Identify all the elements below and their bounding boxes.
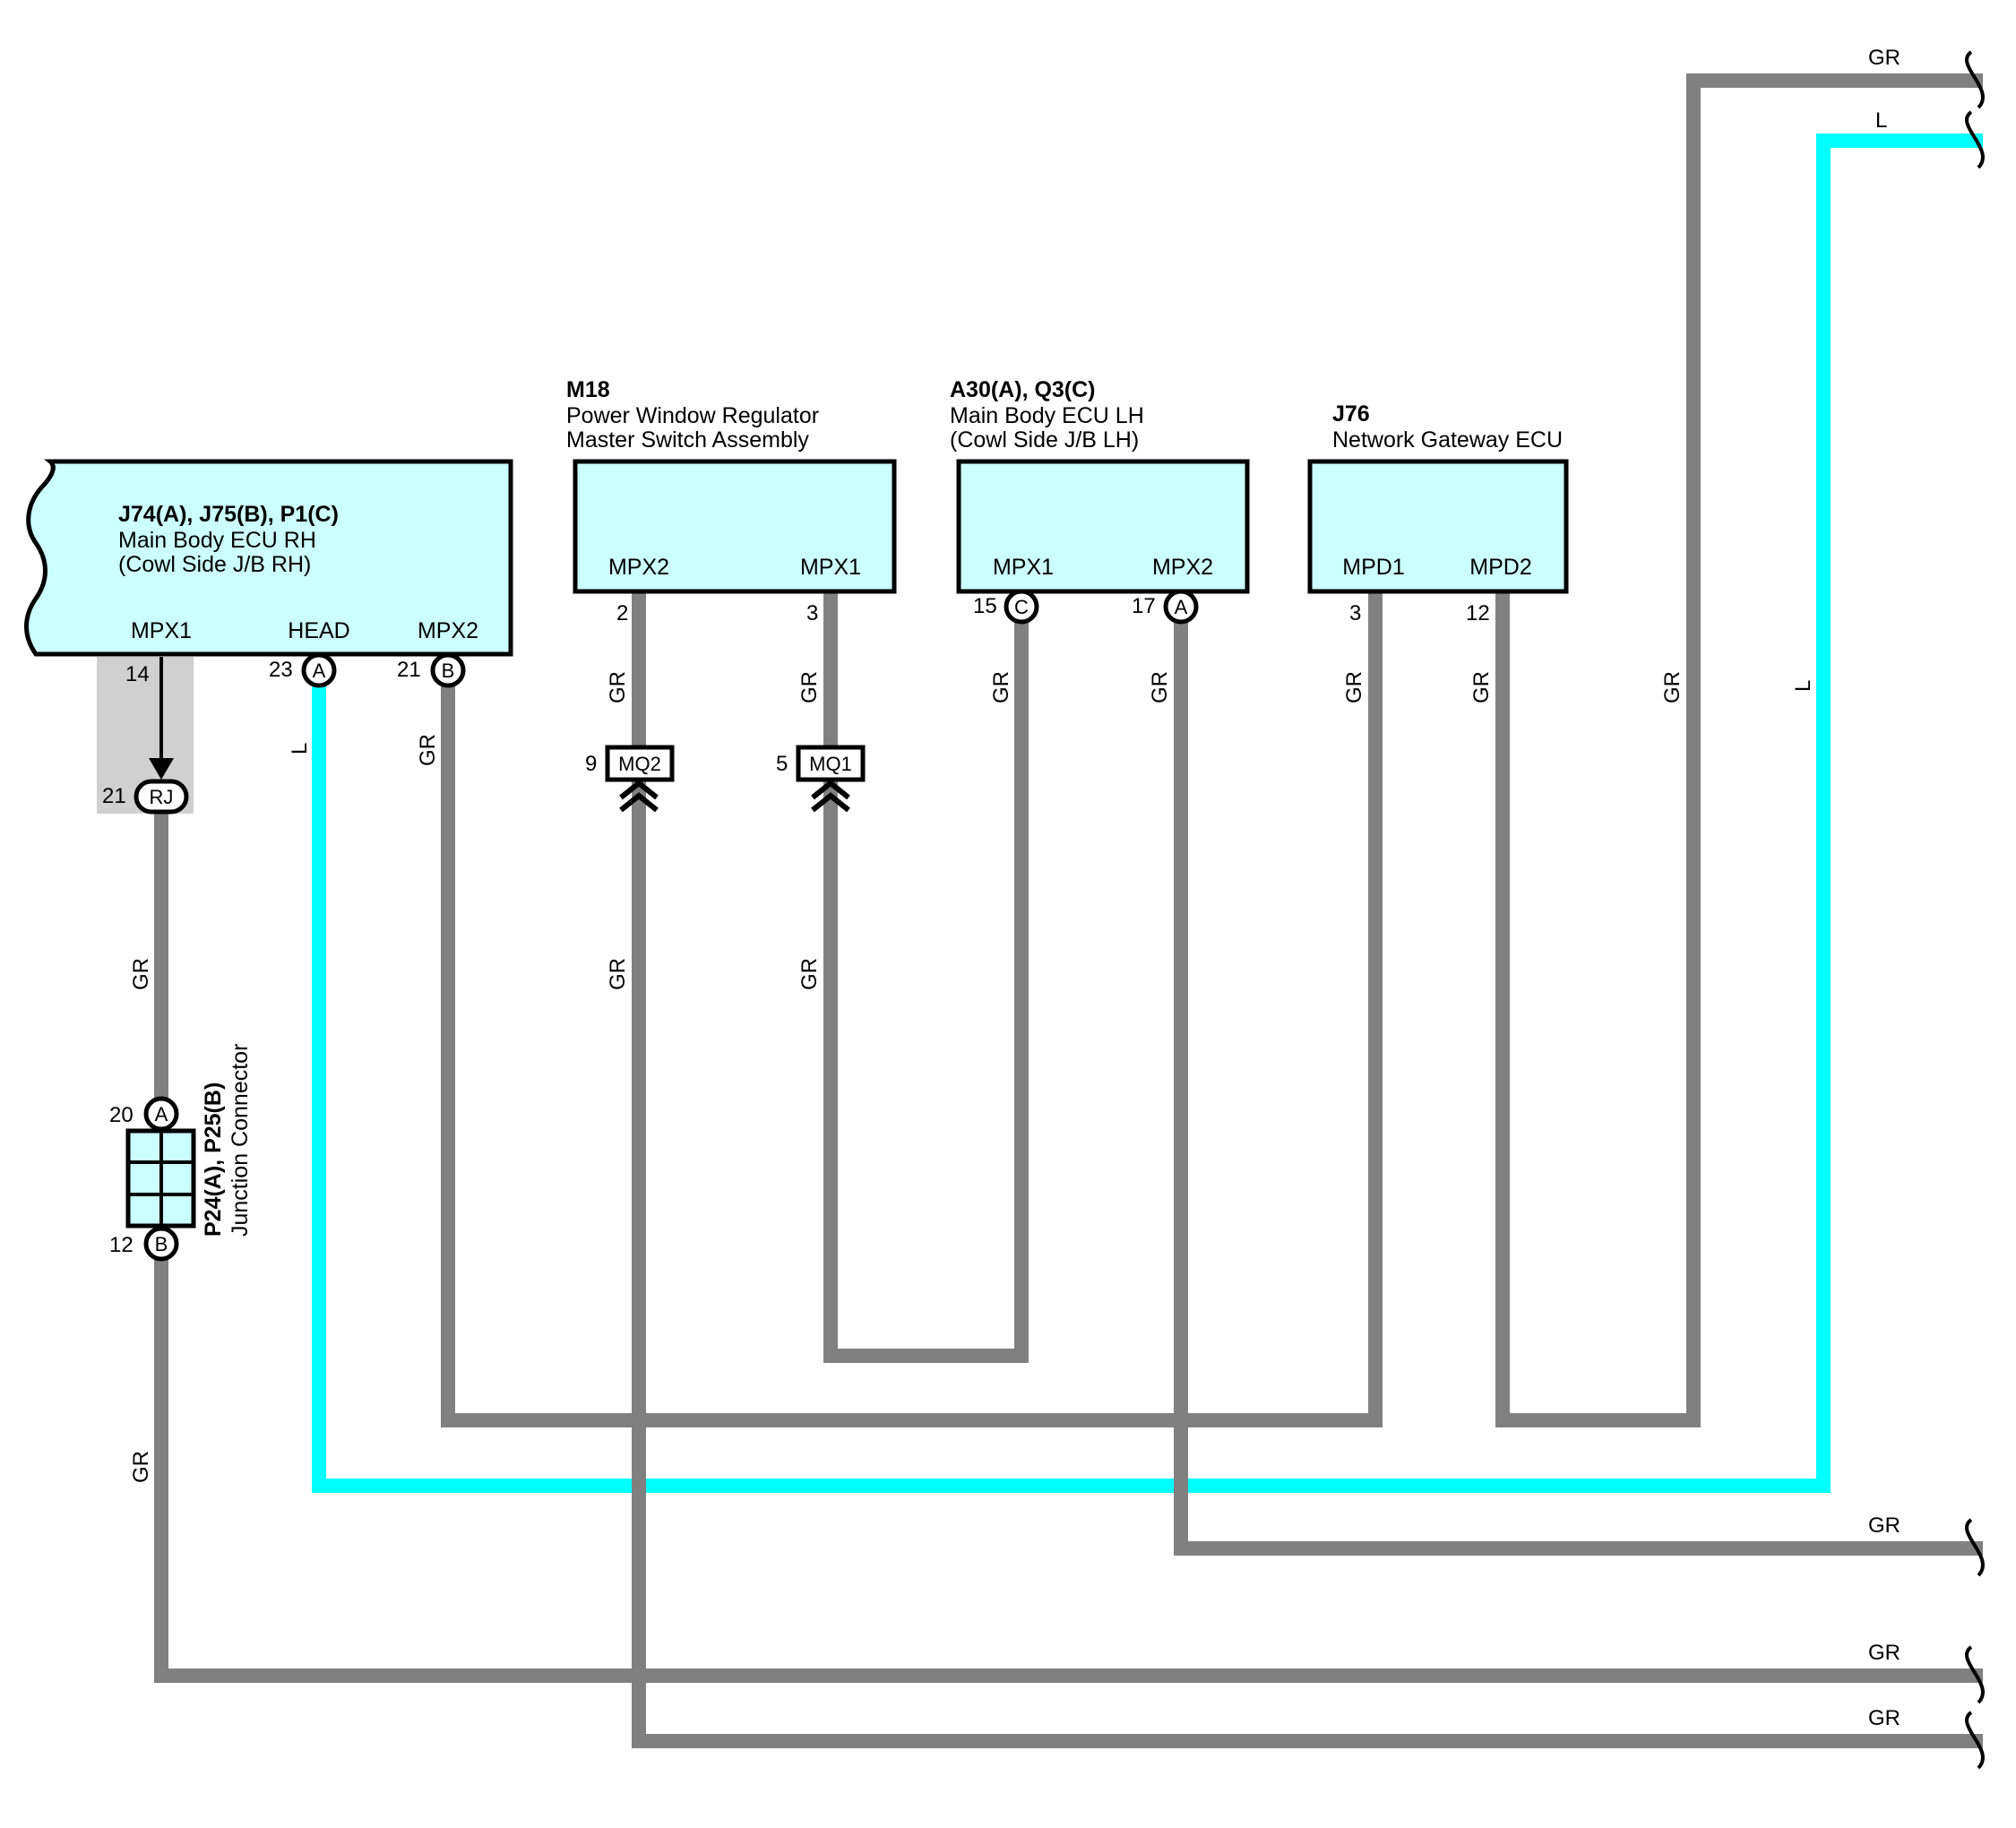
pin-label-mpx2: MPX2 (418, 618, 478, 643)
wire-color-label: L (1791, 680, 1815, 692)
pin-label-mpx1: MPX1 (131, 618, 192, 643)
connector-letter: A (1175, 596, 1188, 618)
ecu-rh-ref: J74(A), J75(B), P1(C) (118, 502, 339, 527)
wire-color-label: GR (129, 958, 153, 990)
m18-name-2: Master Switch Assembly (566, 427, 809, 453)
j76-gateway: J76 Network Gateway ECU MPD1 MPD2 3 12 (1307, 401, 1569, 625)
pin-label-head: HEAD (288, 618, 349, 643)
wire-break-icon (1965, 110, 1985, 169)
wire-color-label: GR (1868, 1706, 1900, 1730)
pin-number: 15 (973, 594, 997, 618)
connector-letter: B (442, 660, 455, 682)
mq2-connector: 9 MQ2 (585, 745, 675, 813)
ecu-rh-name-2: (Cowl Side J/B RH) (118, 552, 311, 577)
wire-break-icon (1965, 50, 1985, 109)
wire-color-label: GR (1469, 671, 1494, 703)
wire-color-label: GR (1660, 671, 1684, 703)
pin-number: 3 (806, 601, 818, 625)
pin-number: 17 (1132, 594, 1156, 618)
wire-color-label: L (288, 743, 312, 754)
j76-name: Network Gateway ECU (1332, 427, 1563, 453)
connector-label: MQ2 (618, 753, 661, 775)
wire-color-label: GR (416, 734, 440, 766)
ecu-lh-ref: A30(A), Q3(C) (950, 377, 1096, 402)
connector-letter: C (1014, 596, 1029, 618)
m18-name-1: Power Window Regulator (566, 403, 819, 428)
junction-connector: 20 A 12 B P24(A), P25(B) Junction Connec… (109, 1044, 253, 1262)
wire-break-icon (1965, 1645, 1985, 1704)
pin-label-mpx1: MPX1 (993, 555, 1054, 580)
connector-circle (143, 1226, 179, 1262)
pin-number: 21 (397, 658, 421, 682)
junction-ref: P24(A), P25(B) (201, 1082, 226, 1237)
m18-switch: M18 Power Window Regulator Master Switch… (566, 377, 897, 625)
chevron-up-icon (811, 780, 850, 813)
pin-number: 9 (585, 752, 597, 776)
wire-gr-m18-mpx1 (823, 589, 1029, 1363)
wires (97, 50, 1985, 1770)
wire-color-label: GR (1148, 671, 1172, 703)
mpx1-direct-link (149, 657, 174, 780)
pin-number: 20 (109, 1103, 134, 1127)
connector-circle (301, 652, 337, 688)
wire-gr-rh-mpx2 (441, 589, 1383, 1427)
pin-label-mpx1: MPX1 (800, 555, 861, 580)
connector-circle (1163, 589, 1199, 625)
connector-letter: B (155, 1233, 168, 1255)
ecu-lh-name-2: (Cowl Side J/B LH) (950, 427, 1139, 453)
pin-number: 23 (269, 658, 293, 682)
pin-label-mpd1: MPD1 (1342, 555, 1404, 580)
wire-color-label: GR (797, 671, 822, 703)
chevron-up-icon (619, 780, 659, 813)
pin-label-mpx2: MPX2 (608, 555, 669, 580)
m18-ref: M18 (566, 377, 610, 402)
connector-letter: RJ (150, 786, 174, 808)
mq1-connector: 5 MQ1 (776, 745, 866, 813)
pin-number: 21 (102, 784, 126, 808)
connector-circle (1004, 589, 1039, 625)
pin-number: 12 (1466, 601, 1490, 625)
pin-number: 3 (1349, 601, 1361, 625)
junction-name: Junction Connector (228, 1044, 253, 1237)
ecu-rh-name-1: Main Body ECU RH (118, 528, 316, 553)
wire-l-head (312, 134, 1983, 1493)
wire-color-label: GR (797, 958, 822, 990)
ecu-lh-name-1: Main Body ECU LH (950, 403, 1144, 428)
wire-color-label: GR (606, 958, 630, 990)
wire-color-label: GR (1868, 1513, 1900, 1538)
wire-color-label: GR (606, 671, 630, 703)
wire-color-label: GR (989, 671, 1013, 703)
connector-circle (430, 652, 466, 688)
ecu-lh: A30(A), Q3(C) Main Body ECU LH (Cowl Sid… (950, 377, 1250, 625)
wire-gr-lh-mpx2 (1174, 611, 1983, 1556)
rj-connector: 21 RJ (102, 779, 189, 815)
pin-number: 12 (109, 1233, 134, 1257)
pin-number: 5 (776, 752, 788, 776)
wire-color-label: GR (1342, 671, 1366, 703)
pin-label-mpx2: MPX2 (1152, 555, 1213, 580)
wire-color-label: L (1875, 108, 1887, 133)
wire-break-icon (1965, 1711, 1985, 1770)
arrow-down-icon (149, 758, 174, 780)
wire-color-label: GR (1868, 46, 1900, 70)
pin-number: 14 (125, 662, 150, 686)
wire-color-label: GR (129, 1451, 153, 1483)
wire-gr-m18-mpx2 (632, 589, 1983, 1748)
wire-gr-mpd2 (1495, 73, 1983, 1427)
connector-label: MQ1 (809, 753, 852, 775)
connector-letter: A (313, 660, 326, 682)
pin-number: 2 (616, 601, 628, 625)
pin-label-mpd2: MPD2 (1469, 555, 1531, 580)
ecu-rh: J74(A), J75(B), P1(C) Main Body ECU RH (… (24, 459, 513, 688)
connector-letter: A (155, 1103, 168, 1125)
wire-color-labels: GR GR L GR GR GR GR GR GR GR GR GR GR L … (129, 46, 1900, 1730)
j76-ref: J76 (1332, 401, 1370, 427)
wire-color-label: GR (1868, 1641, 1900, 1665)
wire-break-icon (1965, 1518, 1985, 1577)
